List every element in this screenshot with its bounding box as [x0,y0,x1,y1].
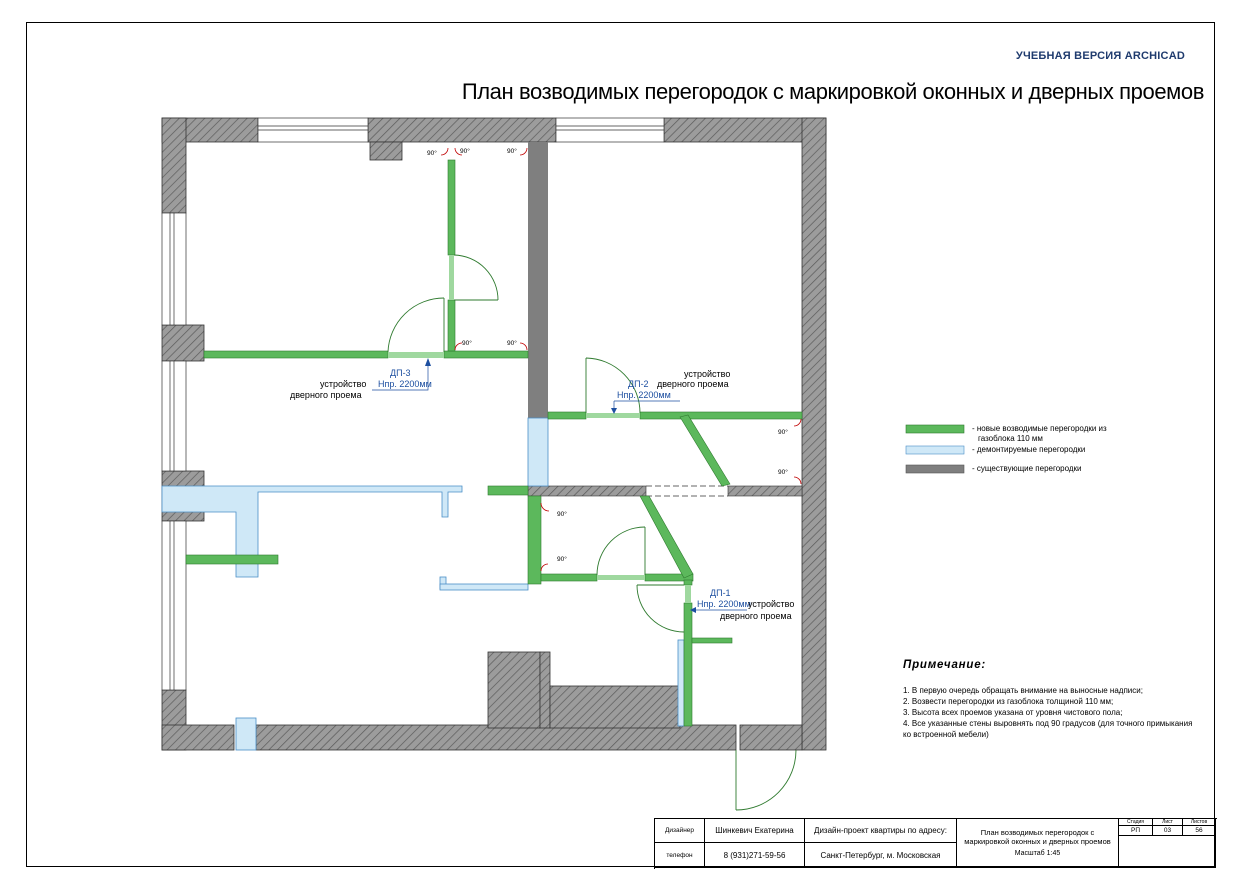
note-item: 1. В первую очередь обращать внимание на… [903,686,1143,695]
new-partitions [185,159,803,727]
door-leaves [388,255,691,603]
stamp-col-stage: Стадия [1119,819,1153,826]
notes-heading: Примечание: [903,659,987,671]
sheet-title: План возводимых перегородок с маркировко… [461,79,1205,104]
stamp-phone-label: телефон [655,843,705,868]
opening-caption: устройство [748,599,794,609]
opening-height: Hпр. 2200мм [697,599,751,609]
demolished-partitions [161,417,685,751]
notes-list: 1. В первую очередь обращать внимание на… [903,685,1193,740]
angle-label: 90° [460,147,470,155]
legend-swatch-demolished [905,445,965,455]
legend-label-new: - новые возводимые перегородки из [972,424,1107,433]
opening-dp2: ДП-2 Hпр. 2200мм устройство дверного про… [617,369,730,400]
opening-caption: дверного проема [657,379,729,389]
stamp-sheet-title: План возводимых перегородок с маркировко… [964,828,1111,846]
legend: - новые возводимые перегородки из газобл… [905,424,1107,474]
angle-label: 90° [557,555,567,563]
legend-label-new-2: газоблока 110 мм [978,434,1043,443]
legend-label-existing: - существующие перегородки [972,464,1082,473]
title-block: Дизайнер Шинкевич Екатерина телефон 8 (9… [654,818,1217,869]
opening-caption: устройство [684,369,730,379]
opening-height: Hпр. 2200мм [378,379,432,389]
stamp-designer-label: Дизайнер [655,819,705,843]
stamp-stage: РП [1119,826,1153,836]
angle-label: 90° [427,149,437,157]
stamp-phone: 8 (931)271-59-56 [705,843,805,868]
opening-tag: ДП-2 [628,379,649,389]
stamp-scale: Масштаб 1:45 [1014,850,1061,857]
note-item: 2. Возвести перегородки из газоблока тол… [903,697,1114,706]
opening-caption: дверного проема [290,390,362,400]
notes-block: Примечание: 1. В первую очередь обращать… [903,659,1193,740]
opening-tag: ДП-3 [390,368,411,378]
angle-label: 90° [557,510,567,518]
stamp-project: Дизайн-проект квартиры по адресу: [805,819,957,843]
existing-partitions [527,142,803,497]
opening-tag: ДП-1 [710,588,731,598]
note-item: 3. Высота всех проемов указана от уровня… [903,708,1123,717]
opening-caption: устройство [320,379,366,389]
watermark: УЧЕБНАЯ ВЕРСИЯ ARCHICAD [1015,50,1185,62]
opening-dp3: ДП-3 Hпр. 2200мм устройство дверного про… [290,368,432,400]
angle-label: 90° [778,428,788,436]
angle-labels: 90° 90° 90° 90° 90° 90° 90° 90° 90° [427,147,788,563]
legend-swatch-existing [905,464,965,474]
stamp-sheet-title-cell: План возводимых перегородок с маркировко… [957,819,1119,868]
legend-swatch-new [905,424,965,434]
legend-label-demolished: - демонтируемые перегородки [972,445,1085,454]
stamp-sheets-total: 56 [1183,826,1216,836]
angle-label: 90° [778,468,788,476]
exterior-walls [161,117,827,751]
opening-caption: дверного проема [720,611,792,621]
stamp-col-sheets: Листов [1183,819,1216,826]
opening-height: Hпр. 2200мм [617,390,671,400]
stamp-sheet-no: 03 [1153,826,1183,836]
note-item: 4. Все указанные стены выровнять под 90 … [903,719,1193,739]
angle-label: 90° [507,147,517,155]
door-swings [387,254,797,811]
leader-arrows [425,358,696,613]
opening-dp1: ДП-1 Hпр. 2200мм устройство дверного про… [697,588,794,621]
stamp-address: Санкт-Петербург, м. Московская [805,843,957,868]
angle-label: 90° [507,339,517,347]
sheet-frame [26,22,1215,867]
stamp-blank [1119,836,1216,868]
leader-lines [372,362,747,611]
stamp-col-sheet: Лист [1153,819,1183,826]
windows [161,117,665,691]
angle-label: 90° [462,339,472,347]
angle-markers [440,147,802,572]
stamp-designer-name: Шинкевич Екатерина [705,819,805,843]
